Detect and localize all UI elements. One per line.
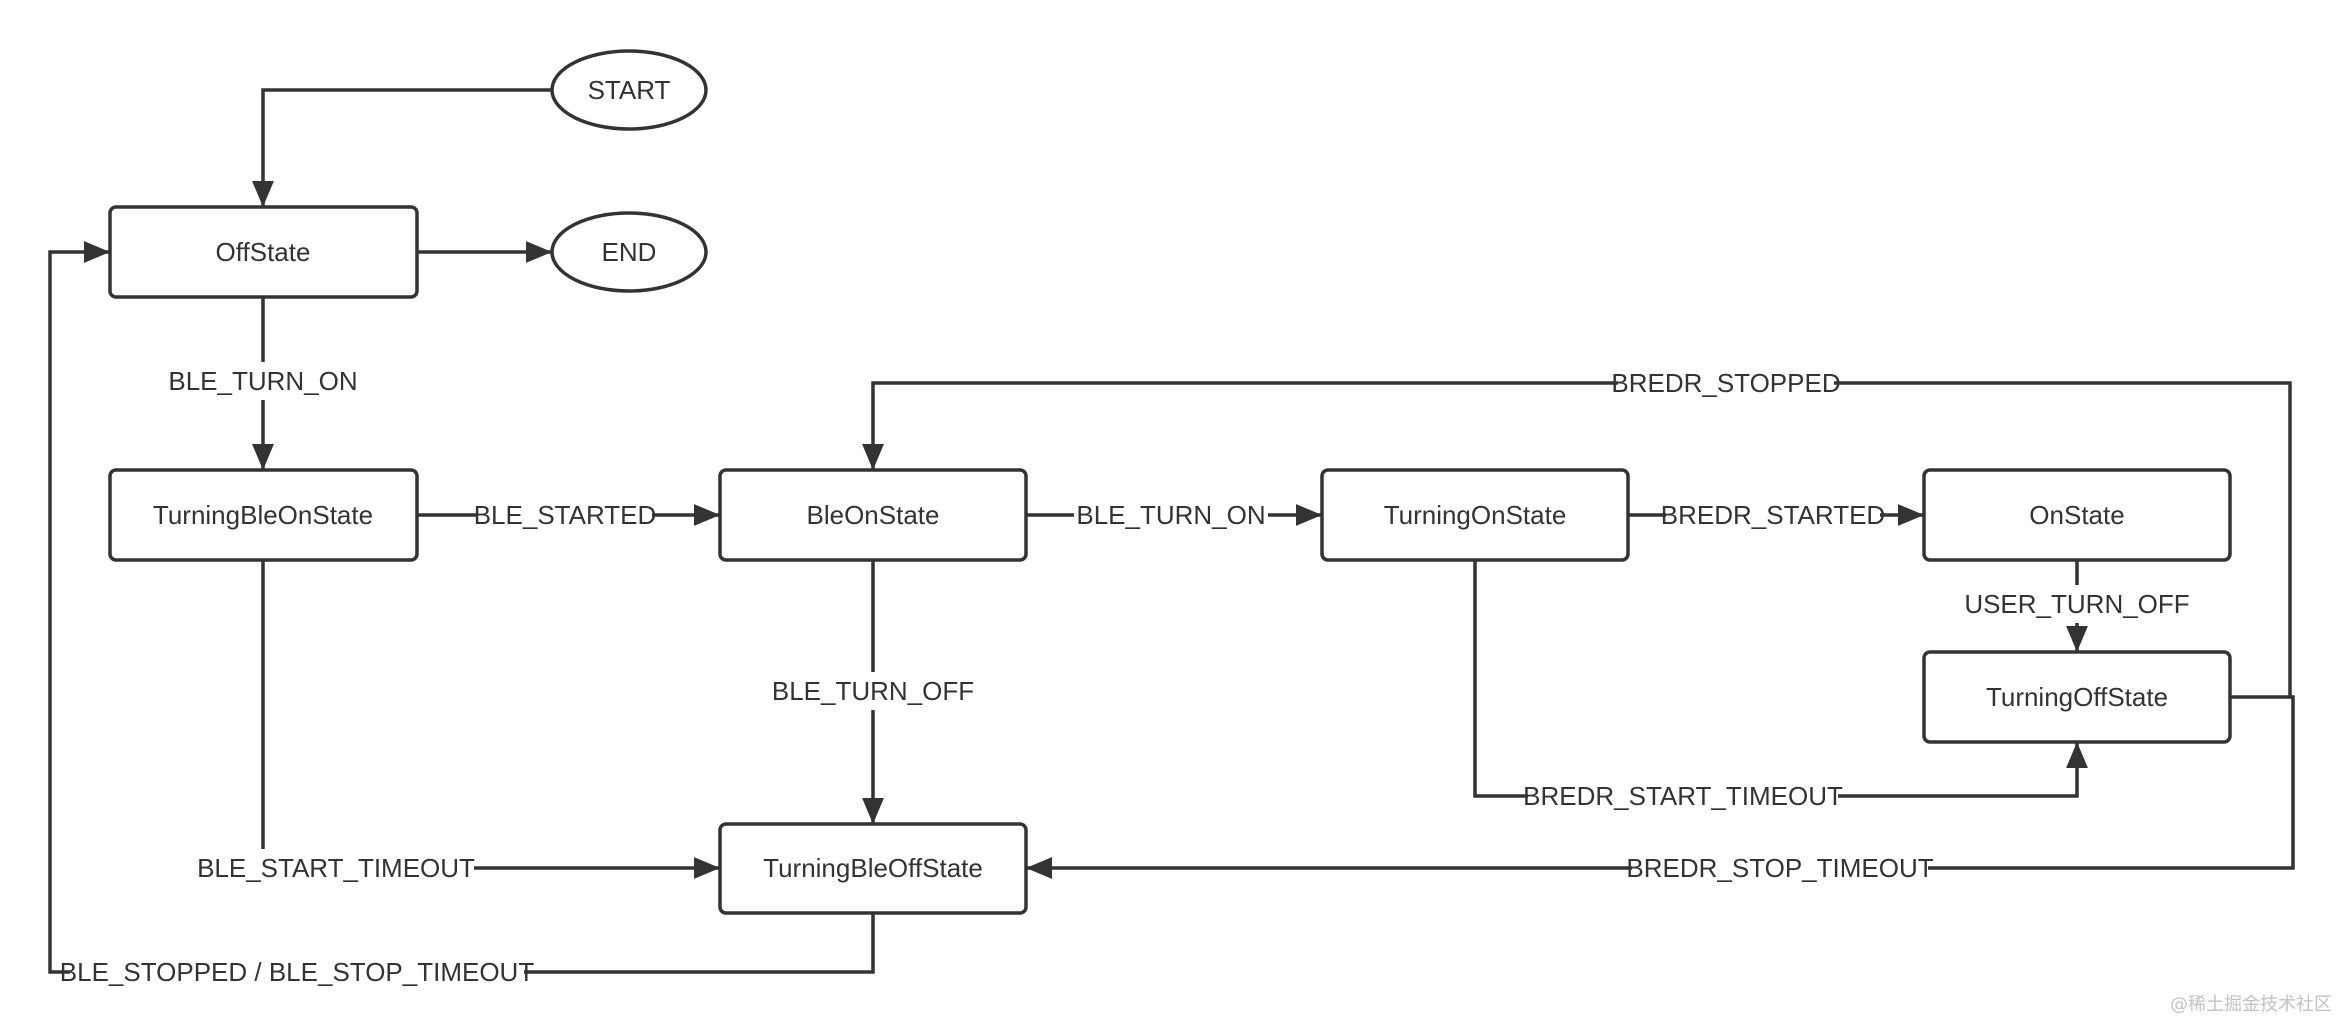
edge-label-ble-start-timeout: BLE_START_TIMEOUT: [197, 853, 475, 883]
edge-label-bredr-stopped: BREDR_STOPPED: [1611, 368, 1840, 398]
node-end: END: [550, 211, 708, 293]
node-turning-off-state: TurningOffState: [1922, 650, 2232, 744]
edge-labels: BLE_TURN_ON BLE_STARTED BLE_TURN_ON BRED…: [60, 362, 2190, 991]
node-turning-off-state-label: TurningOffState: [1986, 682, 2168, 712]
edge-turning-ble-off-to-off: [48, 241, 875, 974]
edge-label-ble-started: BLE_STARTED: [474, 500, 657, 530]
edge-start-to-off: [252, 88, 552, 207]
node-turning-on-state-label: TurningOnState: [1384, 500, 1567, 530]
node-on-state-label: OnState: [2029, 500, 2124, 530]
edge-turning-off-to-ble-on: [862, 381, 2292, 699]
node-off-state-label: OffState: [216, 237, 311, 267]
node-turning-on-state: TurningOnState: [1320, 468, 1630, 562]
edge-label-ble-turn-on-2: BLE_TURN_ON: [1076, 500, 1265, 530]
edge-label-bredr-stop-timeout: BREDR_STOP_TIMEOUT: [1626, 853, 1933, 883]
node-off-state: OffState: [108, 205, 419, 299]
node-start: START: [550, 49, 708, 131]
node-ble-on-state: BleOnState: [718, 468, 1028, 562]
edge-turning-ble-on-to-turning-ble-off: [261, 560, 720, 879]
node-ble-on-state-label: BleOnState: [807, 500, 940, 530]
node-turning-ble-off-state-label: TurningBleOffState: [763, 853, 983, 883]
edge-label-user-turn-off: USER_TURN_OFF: [1964, 589, 2189, 619]
node-end-label: END: [602, 237, 657, 267]
edge-label-ble-turn-off: BLE_TURN_OFF: [772, 676, 974, 706]
node-turning-ble-on-state: TurningBleOnState: [108, 468, 419, 562]
node-start-label: START: [588, 75, 671, 105]
edge-label-bredr-started: BREDR_STARTED: [1661, 500, 1885, 530]
node-turning-ble-off-state: TurningBleOffState: [718, 822, 1028, 915]
node-turning-ble-on-state-label: TurningBleOnState: [153, 500, 373, 530]
edge-label-bredr-start-timeout: BREDR_START_TIMEOUT: [1523, 781, 1843, 811]
edge-label-ble-turn-on-1: BLE_TURN_ON: [168, 366, 357, 396]
watermark: @稀土掘金技术社区: [2170, 994, 2332, 1015]
edge-label-ble-stopped: BLE_STOPPED / BLE_STOP_TIMEOUT: [60, 957, 535, 987]
node-on-state: OnState: [1922, 468, 2232, 562]
nodes: START END OffState TurningBleOnState Ble…: [108, 49, 2232, 915]
